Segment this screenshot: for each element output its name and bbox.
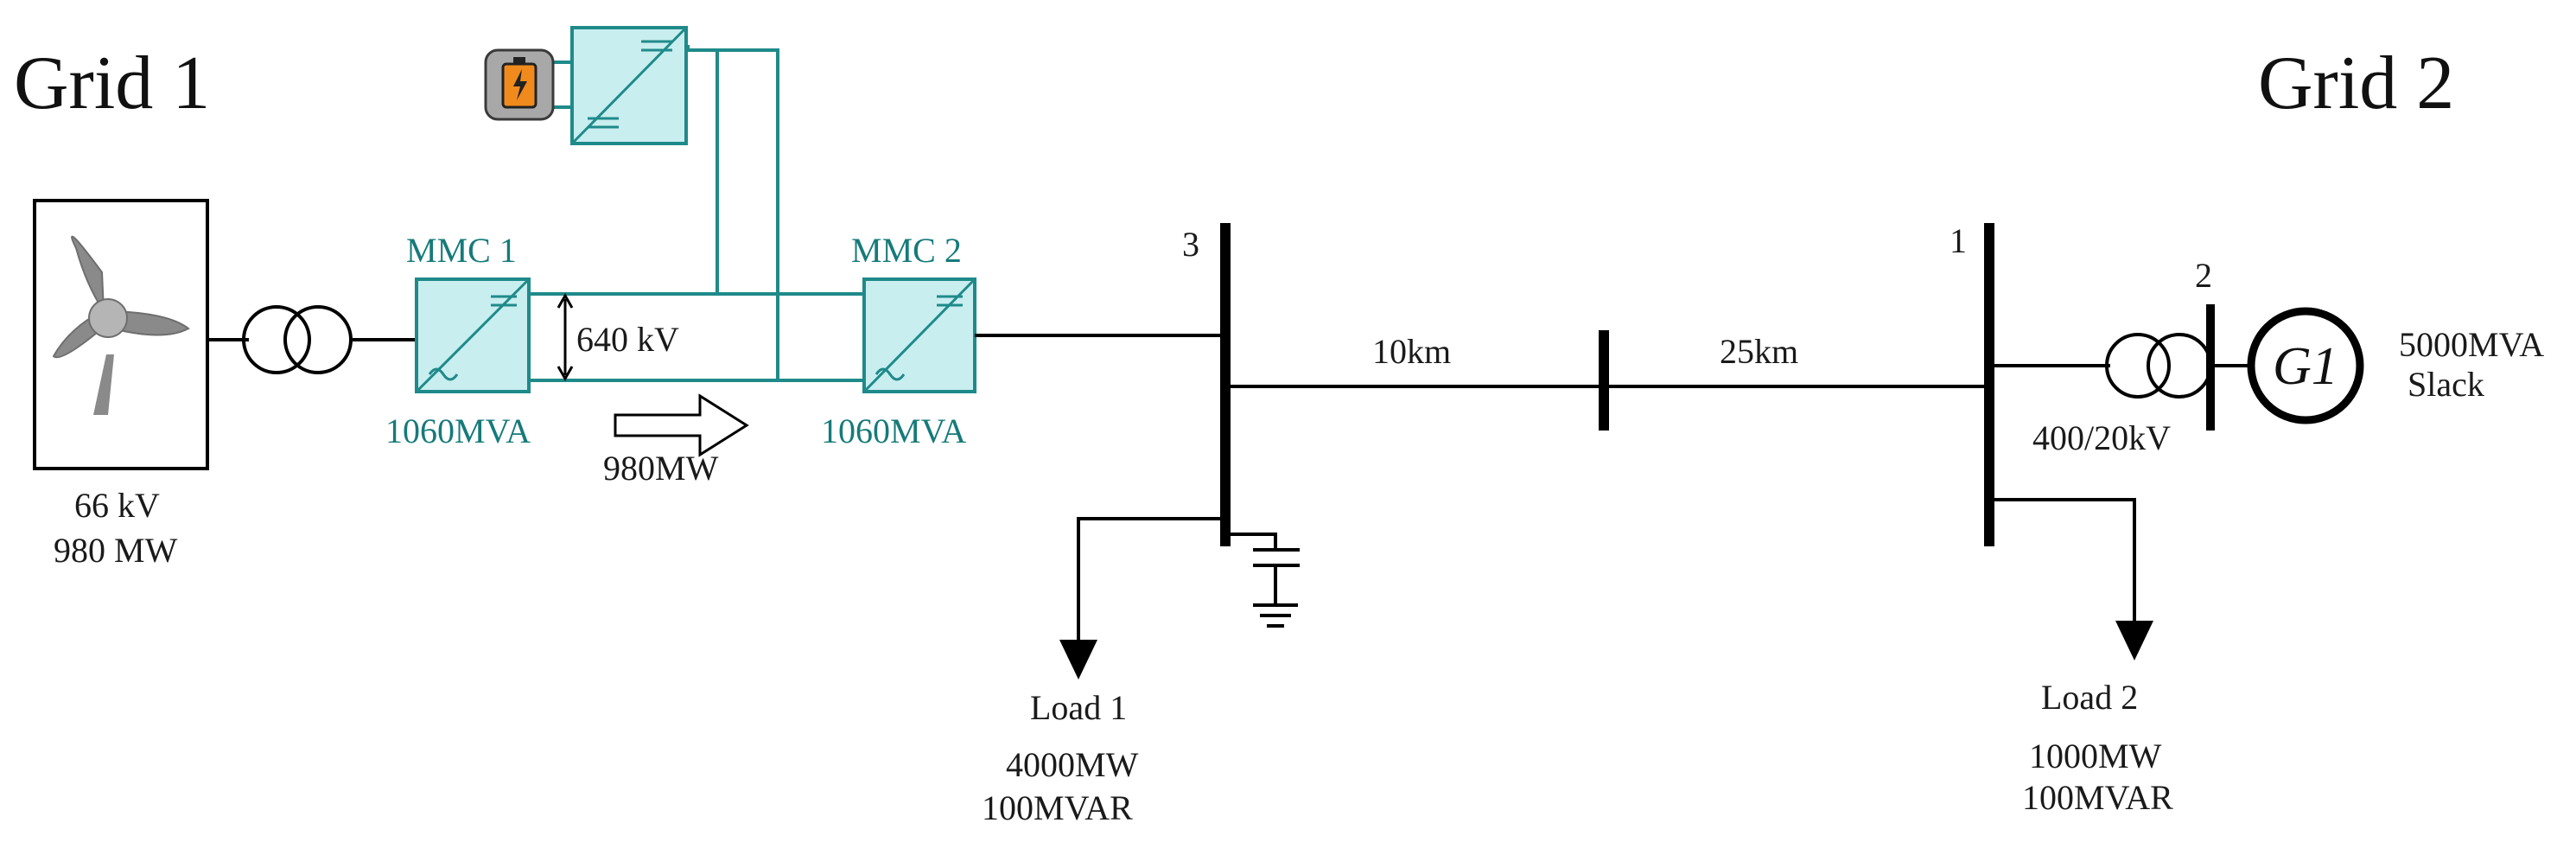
load-1-arrow-icon [1059, 640, 1097, 679]
mmc1-converter-icon [415, 277, 531, 393]
load-2-q: 100MVAR [2022, 778, 2173, 817]
mmc1-rating: 1060MVA [385, 411, 531, 450]
load-1-q: 100MVAR [982, 788, 1133, 827]
ground-icon [1253, 603, 1298, 628]
load-1-name: Load 1 [1030, 688, 1127, 727]
transformer-icon [242, 305, 353, 374]
load-2-p: 1000MW [2029, 737, 2162, 775]
line-10km-label: 10km [1372, 332, 1451, 371]
bus-1-label: 1 [1949, 221, 1967, 260]
load-1-p: 4000MW [1006, 745, 1139, 784]
generator-rating: 5000MVA [2399, 325, 2544, 364]
mmc1-name: MMC 1 [406, 231, 517, 270]
wind-turbine-icon [33, 199, 209, 470]
wind-farm-power: 980 MW [54, 531, 178, 570]
dc-link-voltage: 640 kV [576, 320, 679, 359]
mmc2-rating: 1060MVA [821, 411, 966, 450]
transformer-ratio: 400/20kV [2032, 418, 2171, 457]
line-25km-label: 25km [1720, 332, 1798, 371]
wind-farm-voltage: 66 kV [74, 486, 160, 525]
battery-converter-icon [570, 26, 688, 145]
generator-type: Slack [2407, 365, 2484, 404]
generator-name: G1 [2273, 337, 2338, 396]
load-2-arrow-icon [2115, 621, 2153, 660]
bus-3-label: 3 [1182, 225, 1199, 264]
power-flow-arrow-icon [614, 393, 749, 457]
bus-2-label: 2 [2195, 256, 2212, 295]
grid-2-transformer-icon [2105, 333, 2212, 399]
generator-icon [2247, 307, 2364, 424]
mmc2-converter-icon [862, 277, 976, 393]
mmc2-name: MMC 2 [851, 231, 962, 270]
dc-power-flow: 980MW [603, 449, 719, 488]
grid-2-title: Grid 2 [2258, 41, 2454, 125]
grid-1-title: Grid 1 [14, 41, 210, 125]
dc-voltage-arrow-icon [557, 292, 574, 382]
load-2-name: Load 2 [2041, 678, 2138, 717]
battery-icon [484, 48, 555, 121]
capacitor-icon [1225, 533, 1300, 605]
